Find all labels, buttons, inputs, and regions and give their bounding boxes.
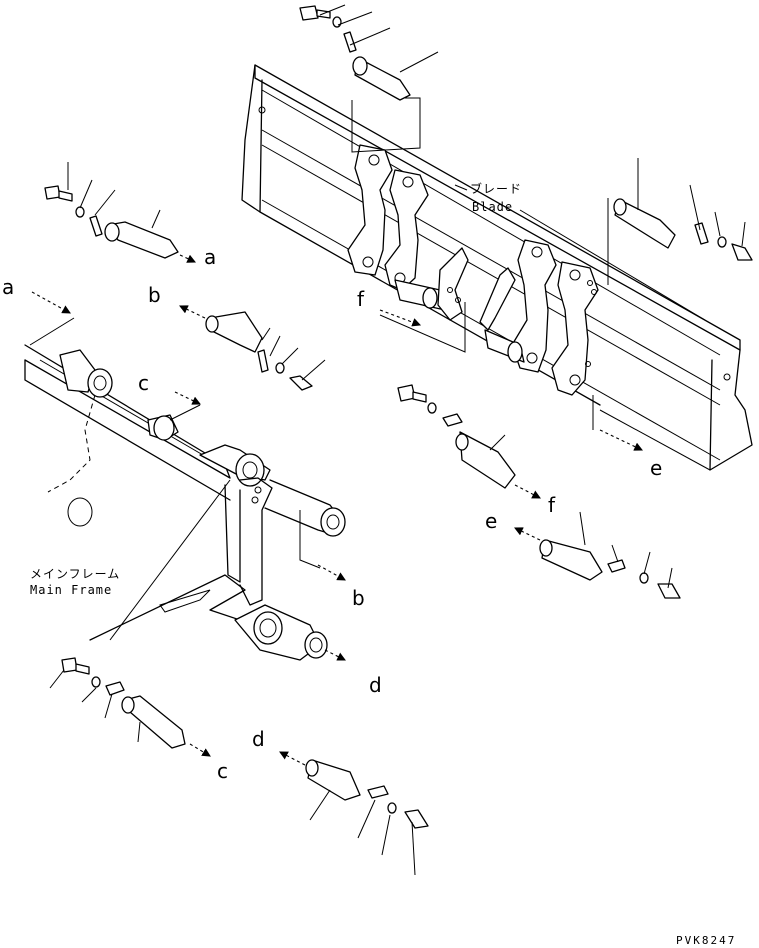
blade-label-jp: ブレード (470, 181, 522, 196)
pin-set-c (49, 657, 211, 757)
blade-assembly (241, 64, 753, 471)
pin-set-f (379, 302, 541, 499)
marker-b-lower: b (352, 586, 365, 610)
blade-label-en: Blade (472, 200, 513, 214)
pin-set-e-lower (514, 395, 681, 599)
marker-c-lower: c (217, 759, 228, 783)
main-frame (24, 317, 346, 661)
marker-b-upper: b (148, 283, 161, 307)
pin-set-a (44, 162, 196, 263)
blade-label: ブレード Blade (454, 181, 706, 321)
main-frame-label-jp: メインフレーム (30, 567, 120, 581)
pin-set-d (279, 649, 429, 876)
pin-set-top (299, 4, 439, 153)
pin-set-e (607, 158, 753, 285)
marker-letters: a a b b c c d d e e f f (2, 245, 662, 783)
marker-a-upper: a (204, 245, 216, 269)
frame-arrows (31, 291, 346, 581)
main-frame-label: メインフレーム Main Frame (30, 567, 120, 597)
marker-c-upper: c (138, 371, 149, 395)
pin-set-b (179, 305, 326, 391)
marker-e-upper: e (650, 456, 662, 480)
drawing-code: PVK8247 (676, 934, 736, 947)
marker-d-upper: d (369, 673, 382, 697)
marker-e-lower: e (485, 509, 497, 533)
marker-a-left: a (2, 275, 14, 299)
marker-f-upper: f (357, 287, 365, 311)
marker-d-lower: d (252, 727, 265, 751)
main-frame-label-en: Main Frame (30, 583, 112, 597)
marker-f-lower: f (548, 493, 556, 517)
